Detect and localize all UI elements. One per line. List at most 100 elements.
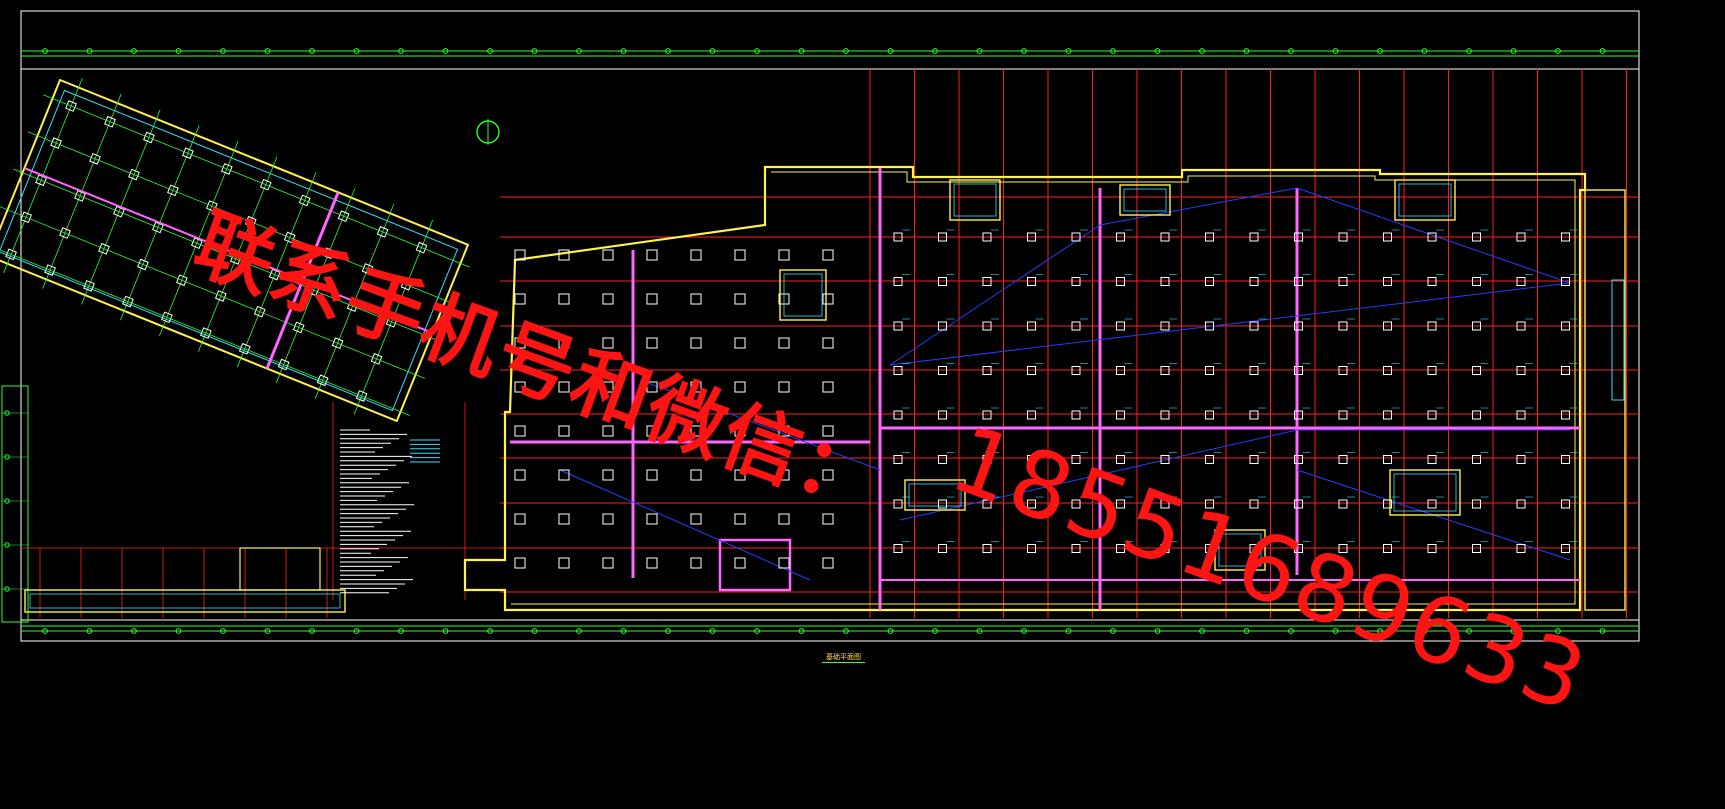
axis-bubble	[86, 628, 93, 634]
column-footing	[1294, 499, 1303, 509]
axis-bubble	[887, 48, 894, 54]
axis-bubble	[42, 628, 48, 634]
column-footing	[1160, 499, 1170, 509]
column-footing	[1472, 499, 1481, 509]
rotated-wing	[0, 78, 470, 423]
column-footing	[690, 557, 702, 569]
column-footing	[1561, 321, 1570, 331]
axis-bubble	[442, 48, 449, 54]
column-footing	[1516, 410, 1526, 420]
column-footing	[734, 293, 746, 305]
column-footing	[1116, 232, 1125, 242]
axis-bubble	[1288, 628, 1294, 634]
building-outline-inner	[511, 171, 1576, 605]
column-footing	[893, 455, 903, 464]
column-footing	[1160, 366, 1170, 375]
column-footing	[1071, 455, 1081, 464]
column-footing	[1516, 277, 1526, 286]
column-footing	[893, 366, 903, 375]
column-footing	[1249, 544, 1259, 553]
tie-beam-line	[639, 379, 881, 471]
column-footing	[514, 293, 526, 305]
stair-core-inner	[953, 183, 997, 217]
axis-bubble	[309, 628, 315, 634]
column-footing	[822, 249, 834, 261]
column-footing	[938, 410, 947, 420]
axis-bubble	[531, 48, 538, 54]
column-footing	[734, 425, 746, 437]
axis-bubble	[665, 628, 671, 634]
column-footing	[734, 337, 746, 349]
column-footing	[734, 557, 746, 569]
axis-bubble	[175, 628, 182, 634]
axis-bubble	[709, 628, 716, 634]
column-footing	[1071, 277, 1081, 286]
column-footing	[646, 249, 658, 261]
column-footing	[558, 557, 570, 569]
column-footing	[514, 337, 526, 349]
column-footing	[1561, 410, 1570, 420]
column-footing	[938, 455, 947, 464]
column-footing	[1561, 455, 1570, 464]
axis-bubble	[4, 542, 10, 548]
column-footing	[1249, 232, 1259, 242]
axis-bubble	[1243, 628, 1250, 634]
column-footing	[1383, 499, 1392, 509]
column-footing	[1561, 366, 1570, 375]
column-footing	[1383, 232, 1392, 242]
column-footing	[938, 366, 947, 375]
axis-bubble	[131, 48, 137, 54]
column-footing	[1294, 410, 1303, 420]
stair-core	[1214, 529, 1266, 571]
column-footing	[514, 557, 526, 569]
column-footing	[1472, 455, 1481, 464]
column-footing	[734, 469, 746, 481]
axis-bubble	[843, 48, 849, 54]
column-footing	[1338, 277, 1348, 286]
column-footing	[1116, 455, 1125, 464]
column-footing	[1383, 455, 1392, 464]
column-footing	[1027, 321, 1036, 331]
column-footing	[646, 337, 658, 349]
axis-bubble	[42, 48, 48, 54]
axis-bubble	[398, 48, 404, 54]
axis-bubble	[264, 628, 271, 634]
dividing-wall	[24, 167, 433, 334]
column-footing	[893, 232, 903, 242]
column-footing	[646, 381, 658, 393]
column-footing	[822, 425, 834, 437]
column-footing	[1027, 455, 1036, 464]
tie-beam-line	[1296, 187, 1571, 284]
column-footing	[1472, 366, 1481, 375]
column-footing	[822, 381, 834, 393]
wing-outline	[0, 78, 470, 423]
stair-core	[949, 179, 1001, 221]
column-footing	[1338, 232, 1348, 242]
column-footing	[1338, 366, 1348, 375]
column-footing	[558, 381, 570, 393]
column-footing	[514, 381, 526, 393]
column-footing	[1338, 499, 1348, 509]
column-footing	[893, 499, 903, 509]
axis-bubble	[620, 48, 627, 54]
axis-bubble	[1599, 628, 1606, 634]
column-footing	[1561, 277, 1570, 286]
axis-bubble	[1377, 628, 1383, 634]
column-footing	[1294, 455, 1303, 464]
axis-bubble	[1110, 628, 1116, 634]
column-footing	[822, 337, 834, 349]
column-footing	[1116, 410, 1125, 420]
column-footing	[1516, 499, 1526, 509]
column-footing	[558, 337, 570, 349]
axis-bubble	[86, 48, 93, 54]
stair-core	[1119, 184, 1171, 216]
column-footing	[1427, 499, 1437, 509]
axis-bubble	[309, 48, 315, 54]
wing-axis-line	[0, 242, 410, 416]
column-footing	[558, 425, 570, 437]
axis-bubble	[1199, 48, 1205, 54]
axis-bubble	[1555, 628, 1561, 634]
axis-bubble	[131, 628, 137, 634]
east-ramp	[1611, 279, 1625, 401]
